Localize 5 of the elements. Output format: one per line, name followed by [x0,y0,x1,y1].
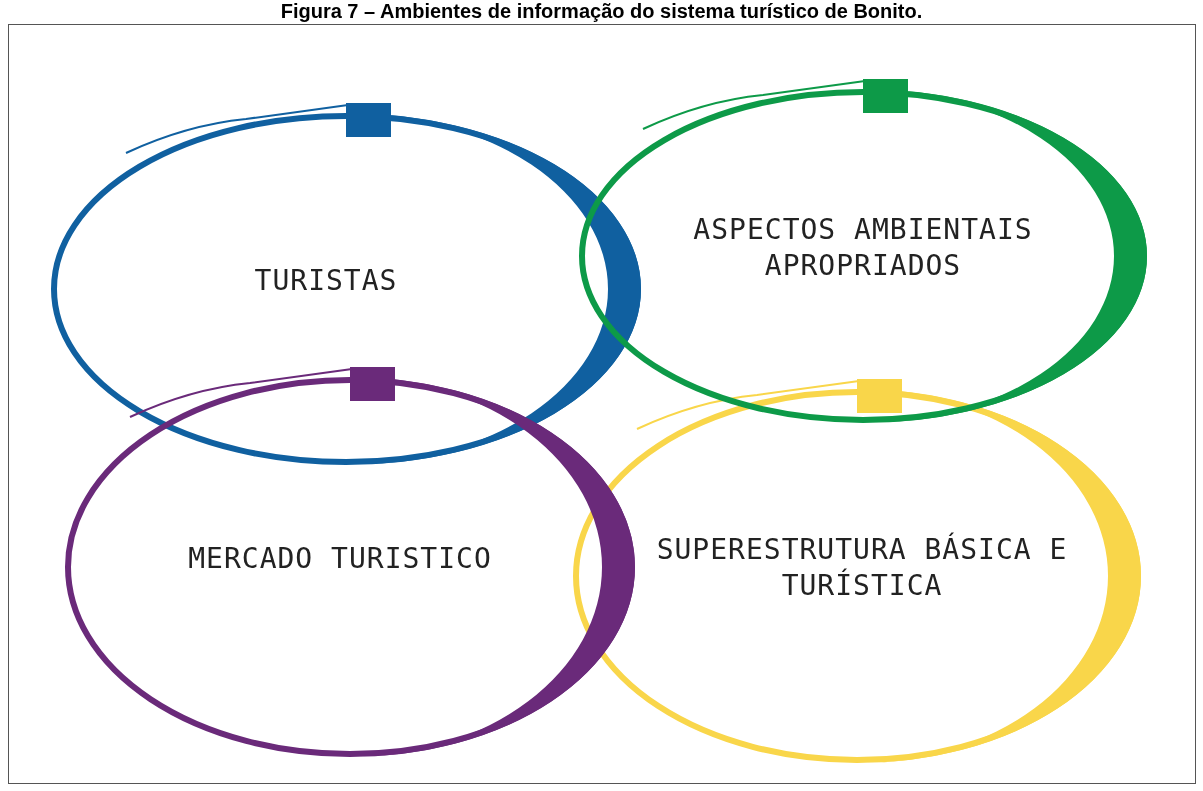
node-label: SUPERESTRUTURA BÁSICA E TURÍSTICA [655,532,1069,604]
figure-title: Figura 7 – Ambientes de informação do sistema turístico de Bonito. [279,0,924,22]
node-label: MERCADO TURISTICO [187,541,493,577]
node-label: TURISTAS [253,263,399,299]
node-label: ASPECTOS AMBIENTAIS APROPRIADOS [692,212,1034,284]
